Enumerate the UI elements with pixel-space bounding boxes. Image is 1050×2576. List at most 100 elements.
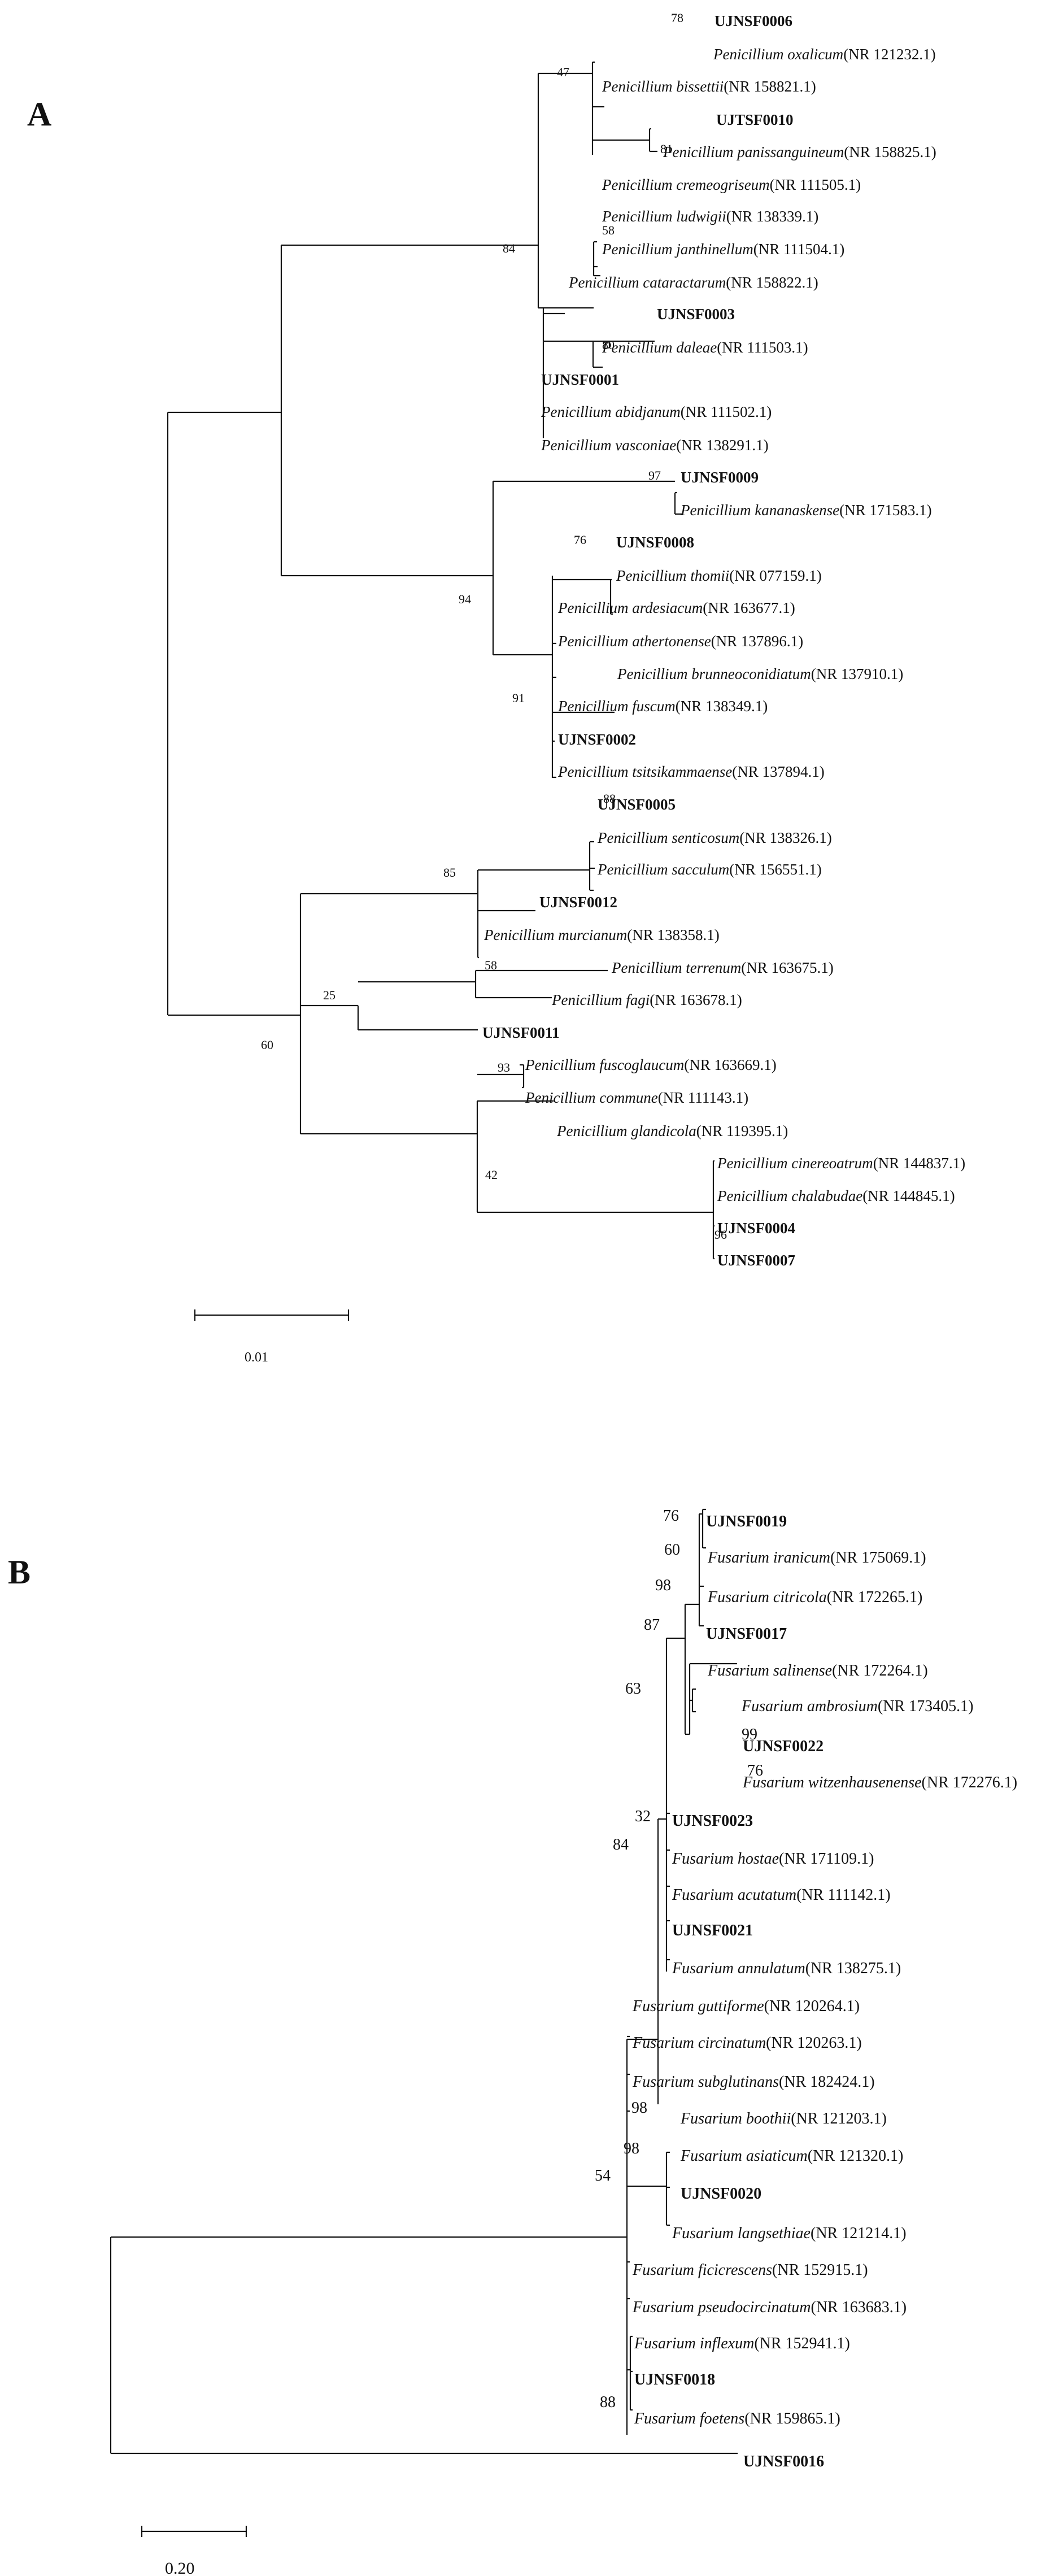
species-name: Penicillium sacculum	[597, 861, 729, 878]
species-name: Penicillium abidjanum	[541, 403, 681, 420]
taxon-label: Penicillium brunneoconidiatum(NR 137910.…	[617, 665, 903, 682]
species-name: Fusarium subglutinans	[632, 2073, 779, 2091]
panel-a-label: A	[27, 95, 51, 133]
taxon-label: Penicillium sacculum(NR 156551.1)	[597, 861, 822, 878]
taxon-label: Fusarium acutatum(NR 111142.1)	[672, 1886, 891, 1904]
species-name: Penicillium brunneoconidiatum	[617, 665, 811, 682]
taxon-label: Penicillium chalabudae(NR 144845.1)	[717, 1187, 955, 1204]
isolate-label: UJNSF0011	[482, 1024, 560, 1041]
species-name: Fusarium iranicum	[707, 1549, 830, 1567]
accession-number: (NR 120264.1)	[764, 1998, 860, 2015]
species-name: Penicillium senticosum	[597, 829, 739, 846]
taxon-label: Fusarium pseudocircinatum(NR 163683.1)	[632, 2299, 907, 2316]
species-name: Penicillium cataractarum	[568, 274, 726, 291]
bootstrap-value: 91	[512, 691, 525, 705]
taxon-label: Penicillium murcianum(NR 138358.1)	[483, 926, 720, 943]
isolate-label: UJNSF0017	[706, 1625, 787, 1643]
accession-number: (NR 121203.1)	[791, 2110, 887, 2127]
species-name: Fusarium annulatum	[672, 1960, 805, 1977]
accession-number: (NR 077159.1)	[729, 567, 822, 584]
bootstrap-value: 60	[664, 1541, 680, 1559]
species-name: Penicillium tsitsikammaense	[557, 763, 732, 780]
taxon-label: Penicillium fagi(NR 163678.1)	[551, 991, 742, 1008]
species-name: Penicillium cinereoatrum	[717, 1155, 873, 1172]
bootstrap-value: 76	[574, 533, 586, 547]
taxon-label: Penicillium cremeogriseum(NR 111505.1)	[602, 176, 861, 193]
bootstrap-value: 99	[742, 1726, 757, 1743]
taxon-label: Penicillium terrenum(NR 163675.1)	[611, 959, 834, 976]
isolate-label: UJNSF0007	[717, 1252, 795, 1269]
species-name: Penicillium murcianum	[483, 926, 627, 943]
taxon-label: Penicillium oxalicum(NR 121232.1)	[713, 46, 936, 63]
species-name: Penicillium athertonense	[557, 633, 711, 650]
taxon-label: Penicillium daleae(NR 111503.1)	[602, 339, 808, 356]
accession-number: (NR 144845.1)	[862, 1187, 955, 1204]
taxon-label: Penicillium cataractarum(NR 158822.1)	[568, 274, 818, 291]
isolate-label: UJNSF0002	[558, 731, 636, 748]
accession-number: (NR 111142.1)	[796, 1886, 890, 1904]
taxon-label: Fusarium subglutinans(NR 182424.1)	[632, 2073, 875, 2091]
species-name: Penicillium kananaskense	[680, 502, 839, 519]
bootstrap-value: 76	[663, 1507, 679, 1525]
isolate-label: UJNSF0012	[539, 894, 617, 911]
bootstrap-value: 81	[660, 142, 673, 156]
isolate-label: UJNSF0018	[634, 2371, 715, 2388]
accession-number: (NR 111504.1)	[753, 241, 845, 258]
taxon-label: Penicillium panissanguineum(NR 158825.1)	[663, 143, 936, 160]
bootstrap-value: 58	[485, 958, 497, 972]
accession-number: (NR 138358.1)	[627, 926, 720, 943]
taxon-label: Fusarium langsethiae(NR 121214.1)	[672, 2225, 907, 2242]
bootstrap-value: 78	[671, 11, 683, 25]
bootstrap-value: 98	[655, 1577, 671, 1594]
bootstrap-value: 84	[503, 241, 515, 255]
taxon-label: Penicillium cinereoatrum(NR 144837.1)	[717, 1155, 965, 1172]
bootstrap-value: 58	[602, 223, 615, 237]
accession-number: (NR 138291.1)	[676, 437, 769, 454]
species-name: Fusarium witzenhausenense	[742, 1774, 922, 1791]
bootstrap-value: 98	[631, 2099, 647, 2117]
bootstrap-value: 84	[613, 1836, 629, 1853]
accession-number: (NR 171109.1)	[779, 1850, 874, 1868]
accession-number: (NR 158822.1)	[726, 274, 818, 291]
isolate-label: UJNSF0019	[706, 1513, 787, 1530]
accession-number: (NR 138349.1)	[676, 698, 768, 715]
bootstrap-value: 25	[323, 988, 336, 1002]
accession-number: (NR 158825.1)	[844, 143, 936, 160]
taxon-label: Fusarium circinatum(NR 120263.1)	[632, 2034, 862, 2052]
isolate-label: UJNSF0006	[714, 12, 792, 29]
isolate-label: UJNSF0022	[743, 1738, 824, 1755]
species-name: Penicillium fuscum	[557, 698, 676, 715]
taxon-label: Fusarium ambrosium(NR 173405.1)	[741, 1698, 973, 1715]
species-name: Penicillium oxalicum	[713, 46, 843, 63]
species-name: Fusarium acutatum	[672, 1886, 796, 1904]
species-name: Penicillium ardesiacum	[557, 599, 703, 616]
isolate-label: UJNSF0009	[681, 469, 759, 486]
accession-number: (NR 152941.1)	[754, 2335, 850, 2352]
taxon-label: Fusarium boothii(NR 121203.1)	[680, 2110, 887, 2127]
accession-number: (NR 172276.1)	[922, 1774, 1018, 1791]
accession-number: (NR 182424.1)	[779, 2073, 875, 2091]
panel-a-branches	[167, 61, 714, 1260]
taxon-label: Penicillium ardesiacum(NR 163677.1)	[557, 599, 795, 616]
accession-number: (NR 138339.1)	[726, 208, 819, 225]
panel-a-scale-label: 0.01	[245, 1350, 268, 1365]
bootstrap-value: 96	[714, 1228, 727, 1242]
species-name: Penicillium thomii	[616, 567, 729, 584]
species-name: Penicillium commune	[525, 1089, 658, 1106]
bootstrap-value: 42	[485, 1168, 498, 1182]
species-name: Penicillium vasconiae	[541, 437, 676, 454]
accession-number: (NR 163677.1)	[703, 599, 795, 616]
accession-number: (NR 158821.1)	[724, 78, 816, 95]
accession-number: (NR 138326.1)	[739, 829, 832, 846]
isolate-label: UJNSF0023	[672, 1812, 753, 1830]
accession-number: (NR 175069.1)	[830, 1549, 926, 1567]
bootstrap-value: 97	[648, 468, 661, 482]
taxon-label: Fusarium asiaticum(NR 121320.1)	[680, 2147, 903, 2165]
taxon-label: Penicillium glandicola(NR 119395.1)	[556, 1122, 788, 1139]
taxon-label: Penicillium bissettii(NR 158821.1)	[602, 78, 816, 95]
accession-number: (NR 159865.1)	[744, 2410, 840, 2427]
taxon-label: Fusarium hostae(NR 171109.1)	[672, 1850, 874, 1868]
species-name: Penicillium bissettii	[602, 78, 724, 95]
species-name: Fusarium langsethiae	[672, 2225, 811, 2242]
